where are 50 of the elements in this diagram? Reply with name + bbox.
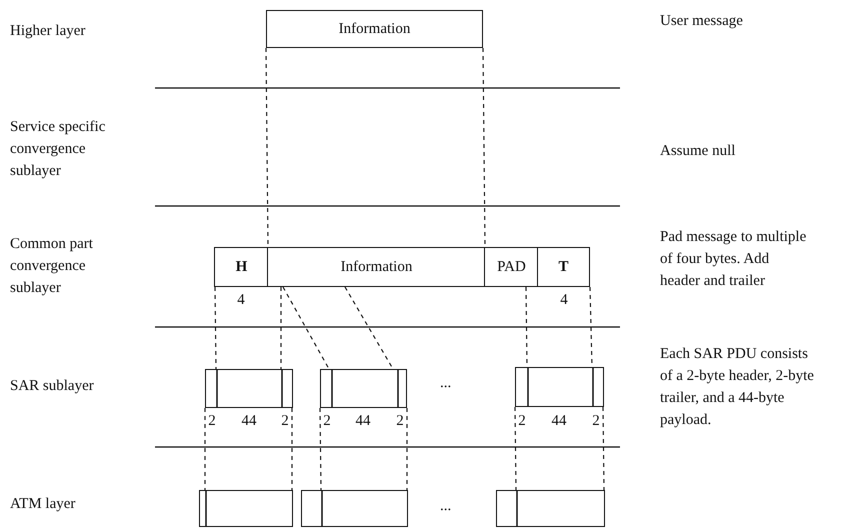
layer-label: ATM layer xyxy=(10,495,76,514)
note-text: Pad message to multiple of four bytes. Add header and trailer xyxy=(660,228,808,291)
dashed-line xyxy=(344,286,394,370)
field-label: PAD xyxy=(497,258,526,276)
byte-count: 2 xyxy=(518,413,526,429)
cell-box xyxy=(496,490,605,527)
cell-box xyxy=(205,369,293,408)
cell-box xyxy=(515,367,604,407)
field-box xyxy=(266,10,483,48)
cell-box xyxy=(320,369,407,408)
dashed-line xyxy=(406,408,408,490)
dashed-line xyxy=(282,286,330,370)
byte-count: 44 xyxy=(552,413,566,429)
ellipsis: ... xyxy=(440,497,452,516)
byte-count: 44 xyxy=(356,413,370,429)
byte-count: 2 xyxy=(592,413,600,429)
dashed-line xyxy=(280,287,282,369)
field-box xyxy=(214,247,269,287)
byte-count: 2 xyxy=(396,413,404,429)
dashed-line xyxy=(291,408,293,490)
layer-label: Service specific convergence sublayer xyxy=(10,118,106,181)
dashed-line xyxy=(265,48,269,247)
byte-count: 2 xyxy=(281,413,289,429)
note-text: Assume null xyxy=(660,142,736,161)
ellipsis: ... xyxy=(440,374,452,393)
field-label: Information xyxy=(338,20,410,38)
layer-label: SAR sublayer xyxy=(10,377,95,396)
field-box xyxy=(484,247,539,287)
layer-label: Higher layer xyxy=(10,22,86,41)
note-text: User message xyxy=(660,12,744,31)
cell-box xyxy=(199,490,293,527)
field-label: H xyxy=(236,258,248,276)
dashed-line xyxy=(602,407,605,490)
field-box xyxy=(537,247,590,287)
dashed-line xyxy=(214,287,217,369)
cell-box xyxy=(301,490,408,527)
layer-label: Common part convergence sublayer xyxy=(10,235,94,298)
dashed-line xyxy=(514,407,517,490)
field-label: Information xyxy=(340,258,412,276)
byte-count: 2 xyxy=(208,413,216,429)
note-text: Each SAR PDU consists of a 2-byte header, 2-byte trailer, and a 44-byte payload. xyxy=(660,345,815,430)
field-box xyxy=(267,247,486,287)
dashed-line xyxy=(482,48,486,247)
byte-count: 4 xyxy=(560,292,568,308)
byte-count: 44 xyxy=(242,413,256,429)
byte-count: 4 xyxy=(237,292,245,308)
dashed-line xyxy=(204,408,206,490)
dashed-line xyxy=(319,408,322,490)
field-label: T xyxy=(558,258,568,276)
byte-count: 2 xyxy=(323,413,331,429)
